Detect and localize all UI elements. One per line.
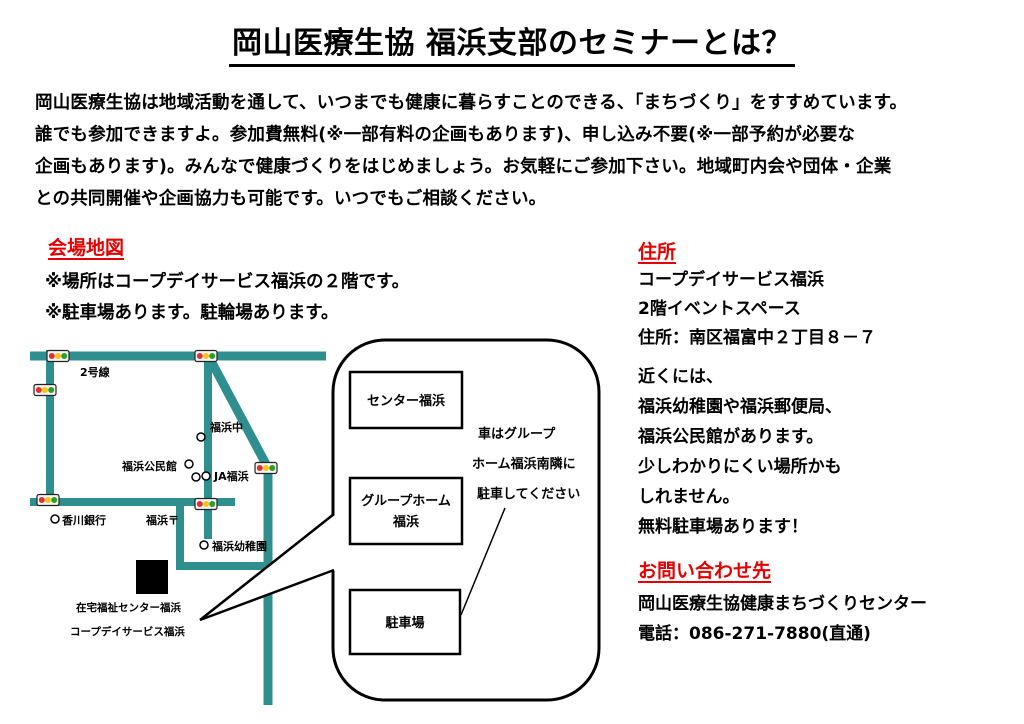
map-label-post-office: 福浜〒 — [145, 513, 179, 527]
venue-map-heading: 会場地図 — [48, 237, 125, 259]
traffic-light-icon — [33, 383, 57, 397]
traffic-light-icon — [194, 349, 218, 363]
nearby-line-6: 無料駐車場あります！ — [638, 517, 808, 537]
nearby-line-3: 福浜公民館があります。 — [638, 427, 824, 447]
callout-note-pointer-line — [460, 507, 506, 616]
road-diagonal-south — [206, 356, 273, 705]
callout-note-line-3: 駐車してください — [477, 486, 580, 502]
intro-line-4: との共同開催や企画協力も可能です。いつでもご相談ください。 — [35, 189, 547, 209]
map-label-junior-high: 福浜中 — [209, 420, 243, 434]
callout-box-group-home-label-2: 福浜 — [392, 514, 419, 530]
contact-line-2: 電話：086-271-7880(直通) — [638, 624, 871, 644]
page-title-text: 岡山医療生協 福浜支部のセミナーとは？ — [229, 18, 795, 67]
landmark-marker-ja — [201, 471, 211, 481]
map-label-kindergarten: 福浜幼稚園 — [211, 539, 267, 553]
callout-note-line-1: 車はグループ — [478, 426, 556, 442]
landmark-marker-hall-1 — [184, 459, 194, 469]
map-label-community-hall: 福浜公民館 — [121, 459, 177, 473]
map-label-route2: 2号線 — [80, 365, 110, 379]
address-line-3: 住所：南区福富中２丁目８－７ — [638, 328, 876, 348]
landmark-marker-kindergarten — [199, 540, 209, 550]
intro-line-2: 誰でも参加できますよ。参加費無料(※一部有料の企画もあります)、申し込み不要(※… — [35, 125, 856, 145]
nearby-line-2: 福浜幼稚園や福浜郵便局、 — [638, 397, 842, 417]
address-line-1: コープデイサービス福浜 — [638, 270, 824, 290]
page-title: 岡山医療生協 福浜支部のセミナーとは？ — [0, 18, 1024, 67]
venue-note-location: ※場所はコープデイサービス福浜の２階です。 — [45, 272, 410, 292]
map-label-bank: 香川銀行 — [61, 513, 106, 527]
venue-map-graphic: 2号線 福浜中 福浜公民館 JA福浜 香川銀行 福浜〒 福浜幼稚園 在宅福祉セン… — [30, 338, 601, 705]
callout-box-parking — [348, 588, 462, 656]
address-heading: 住所 — [638, 241, 677, 263]
contact-block: 岡山医療生協健康まちづくりセンター 電話：086-271-7880(直通) — [638, 589, 927, 649]
road-elbow — [176, 502, 266, 570]
address-block: コープデイサービス福浜 2階イベントスペース 住所：南区福富中２丁目８－７ — [638, 266, 876, 353]
callout-box-center — [348, 370, 464, 430]
nearby-line-4: 少しわかりにくい場所かも — [638, 457, 842, 477]
intro-paragraph: 岡山医療生協は地域活動を通して、いつまでも健康に暮らすことのできる、「まちづくり… — [35, 87, 1003, 215]
map-label-ja: JA福浜 — [213, 469, 249, 483]
map-label-welfare-center: 在宅福祉センター福浜 — [76, 601, 181, 614]
contact-line-1: 岡山医療生協健康まちづくりセンター — [638, 594, 927, 614]
callout-box-group-home — [348, 476, 464, 546]
intro-line-3: 企画もあります)。みんなで健康づくりをはじめましょう。お気軽にご参加下さい。地域… — [35, 157, 892, 177]
nearby-block: 近くには、 福浜幼稚園や福浜郵便局、 福浜公民館があります。 少しわかりにくい場… — [638, 362, 842, 542]
callout-tail-edge-top — [199, 513, 335, 621]
traffic-light-icon — [194, 497, 218, 511]
callout-tail-edge-bottom — [199, 568, 335, 622]
map-label-coop-day-service: コープデイサービス福浜 — [70, 625, 185, 638]
traffic-light-icon — [36, 493, 60, 507]
landmark-marker-bank — [50, 514, 60, 524]
contact-heading: お問い合わせ先 — [638, 560, 772, 582]
venue-building-square — [136, 560, 168, 594]
callout-box-group-home-label-1: グループホーム — [361, 493, 451, 509]
callout-box-center-label: センター福浜 — [367, 393, 445, 409]
traffic-light-icon — [254, 461, 278, 475]
intro-line-1: 岡山医療生協は地域活動を通して、いつまでも健康に暮らすことのできる、「まちづくり… — [35, 93, 908, 113]
nearby-line-1: 近くには、 — [638, 367, 723, 387]
landmark-marker-hall-2 — [191, 472, 201, 482]
callout-note-line-2: ホーム福浜南隣に — [472, 456, 576, 472]
venue-note-parking: ※駐車場あります。駐輪場あります。 — [45, 303, 339, 323]
landmark-marker-junior-high — [196, 432, 206, 442]
address-line-2: 2階イベントスペース — [638, 299, 801, 319]
nearby-line-5: しれません。 — [638, 487, 740, 507]
callout-box-parking-label: 駐車場 — [385, 615, 424, 631]
traffic-light-icon — [46, 349, 70, 363]
